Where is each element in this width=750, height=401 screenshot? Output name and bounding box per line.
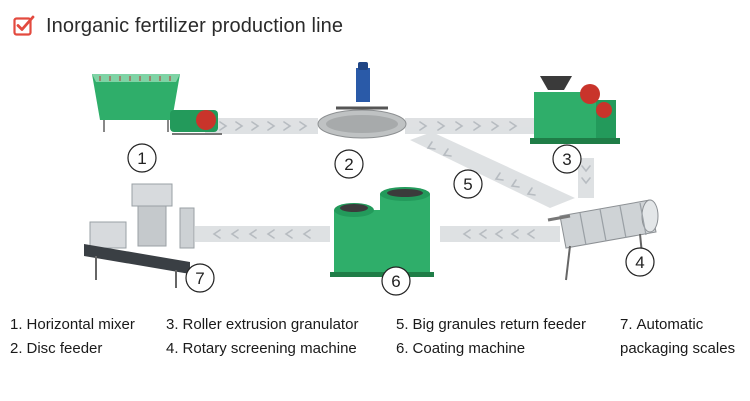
chevron-left-icon	[478, 229, 487, 239]
legend-item-7: 7.Automatic	[620, 314, 703, 336]
legend-label: Rotary screening machine	[182, 340, 357, 357]
step-marker-2: 2	[334, 149, 364, 179]
chevron-left-icon	[494, 229, 503, 239]
chevron-right-icon	[509, 121, 518, 131]
legend-label: Horizontal mixer	[26, 316, 135, 333]
chevron-left-icon	[510, 229, 519, 239]
step-marker-1: 1	[127, 143, 157, 173]
flow-chevrons	[212, 121, 591, 239]
legend-label: Disc feeder	[26, 340, 103, 357]
legend-item-3: 3.Roller extrusion granulator	[166, 314, 358, 336]
process-diagram: 1 2 3 4 5 6 7	[0, 48, 750, 298]
legend-label: Automatic	[636, 316, 704, 333]
chevron-left-icon	[212, 229, 221, 239]
chevron-right-icon	[251, 121, 260, 131]
step-number-1: 1	[137, 149, 146, 168]
checkbox-checked-icon	[13, 15, 35, 36]
legend-label: packaging scales	[620, 340, 736, 357]
chevron-left-icon	[462, 229, 471, 239]
chevron-right-icon	[299, 121, 308, 131]
disc-feeder-machine	[317, 62, 407, 139]
legend-number: 1.	[10, 316, 23, 333]
legend-number: 2.	[10, 340, 23, 357]
horizontal-mixer-machine	[92, 74, 222, 135]
chevron-left-icon	[442, 148, 452, 157]
chevron-right-icon	[455, 121, 464, 131]
legend-item-1: 1.Horizontal mixer	[10, 314, 135, 336]
chevron-down-icon	[581, 177, 591, 185]
flow-band-5-return	[410, 132, 575, 208]
chevron-right-icon	[473, 121, 482, 131]
legend-number: 6.	[396, 340, 409, 357]
chevron-left-icon	[426, 141, 436, 150]
page-title: Inorganic fertilizer production line	[46, 14, 344, 37]
step-number-6: 6	[391, 272, 400, 291]
step-number-5: 5	[463, 175, 472, 194]
chevron-right-icon	[491, 121, 500, 131]
chevron-left-icon	[248, 229, 257, 239]
chevron-right-icon	[219, 121, 228, 131]
flow-band-4-6	[440, 226, 560, 242]
legend-item-4: 4.Rotary screening machine	[166, 338, 357, 360]
legend-item-7-continued: packaging scales	[620, 338, 735, 360]
chevron-right-icon	[235, 121, 244, 131]
chevron-right-icon	[283, 121, 292, 131]
step-marker-3: 3	[552, 144, 582, 174]
header: Inorganic fertilizer production line	[12, 10, 343, 42]
rotary-screening-machine	[547, 199, 659, 281]
step-number-7: 7	[195, 269, 204, 288]
legend-label: Big granules return feeder	[412, 316, 586, 333]
step-markers: 1 2 3 4 5 6 7	[127, 143, 655, 296]
legend-item-5: 5.Big granules return feeder	[396, 314, 586, 336]
legend-item-2: 2.Disc feeder	[10, 338, 102, 360]
legend: 1.Horizontal mixer 2.Disc feeder 3.Rolle…	[0, 314, 750, 394]
flow-band-3-4	[578, 158, 594, 198]
step-marker-7: 7	[185, 263, 215, 293]
step-number-4: 4	[635, 253, 644, 272]
coating-machine	[330, 187, 434, 277]
chevron-left-icon	[526, 187, 536, 196]
step-marker-4: 4	[625, 247, 655, 277]
step-marker-5: 5	[453, 169, 483, 199]
chevron-left-icon	[266, 229, 275, 239]
flow-band-1-2	[205, 118, 318, 134]
chevron-right-icon	[267, 121, 276, 131]
step-number-3: 3	[562, 150, 571, 169]
legend-number: 7.	[620, 316, 633, 333]
automatic-packaging-scales-machine	[84, 183, 195, 288]
chevron-left-icon	[494, 172, 504, 181]
chevron-left-icon	[284, 229, 293, 239]
chevron-left-icon	[302, 229, 311, 239]
flow-band-6-7	[195, 226, 330, 242]
chevron-left-icon	[510, 179, 520, 188]
chevron-right-icon	[437, 121, 446, 131]
legend-number: 3.	[166, 316, 179, 333]
step-marker-6: 6	[381, 266, 411, 296]
legend-label: Roller extrusion granulator	[182, 316, 359, 333]
legend-item-6: 6.Coating machine	[396, 338, 525, 360]
chevron-right-icon	[419, 121, 428, 131]
step-number-2: 2	[344, 155, 353, 174]
chevron-left-icon	[230, 229, 239, 239]
roller-extrusion-granulator-machine	[530, 76, 620, 144]
legend-number: 4.	[166, 340, 179, 357]
chevron-down-icon	[581, 165, 591, 173]
chevron-left-icon	[526, 229, 535, 239]
legend-label: Coating machine	[412, 340, 526, 357]
legend-number: 5.	[396, 316, 409, 333]
